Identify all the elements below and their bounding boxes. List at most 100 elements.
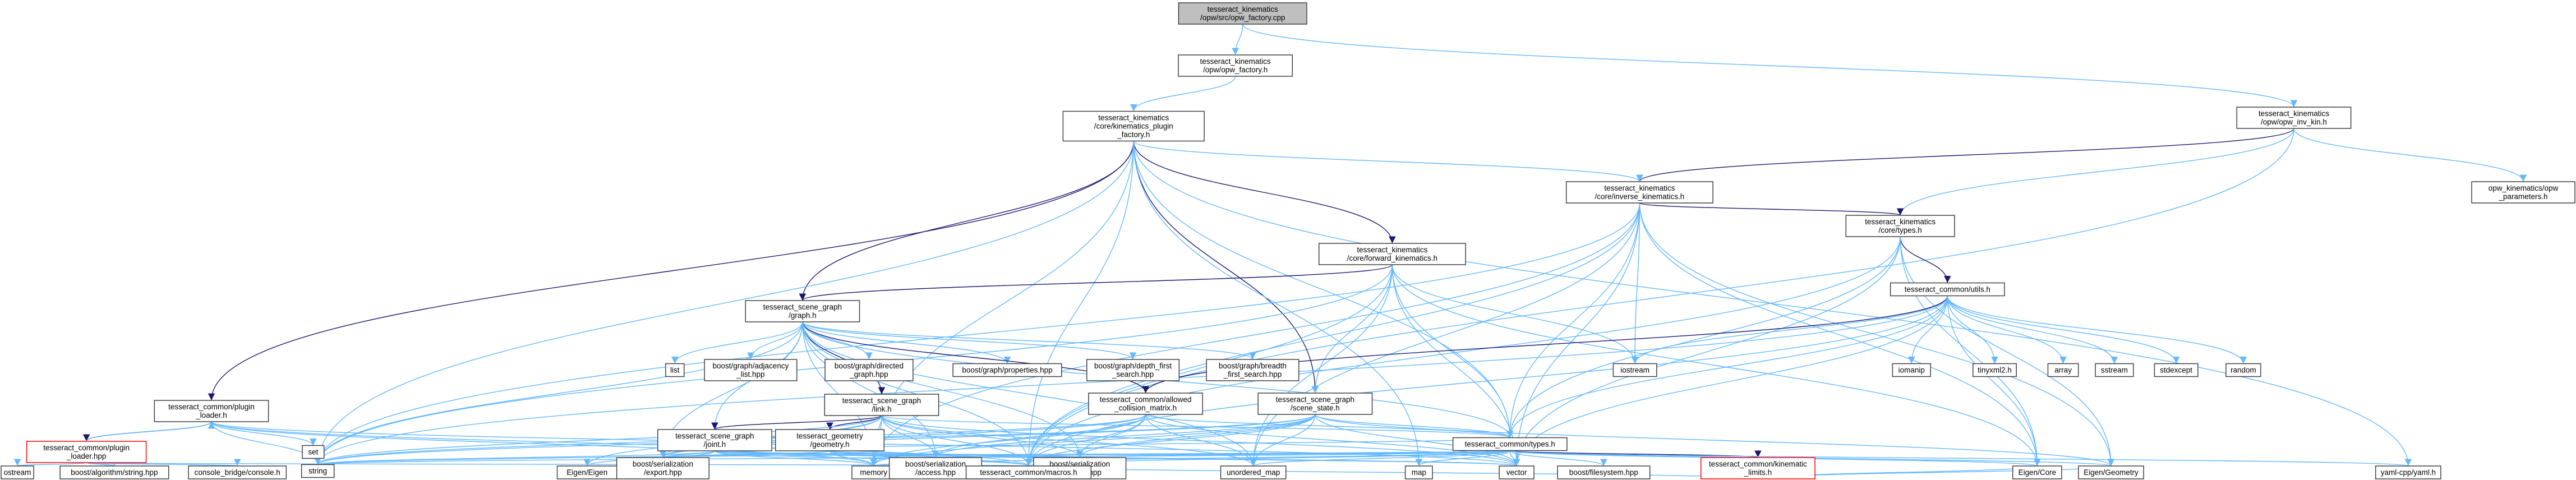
graph-node-joint-h[interactable]: tesseract_scene_graph/joint.h [657,429,772,451]
include-edge [1076,414,1316,458]
graph-node-allowed-collision[interactable]: tesseract_common/allowed_collision_matri… [1088,393,1204,415]
graph-node-link-h[interactable]: tesseract_scene_graph/link.h [824,394,939,416]
edge-layer [14,24,2527,479]
graph-node-common-types-h[interactable]: tesseract_common/types.h [1452,437,1568,451]
include-edge [86,458,241,467]
include-edge [1311,264,1393,394]
graph-node-ostream[interactable]: ostream [1,465,34,479]
include-edge [1391,264,1514,438]
node-label-line: /link.h [872,405,891,413]
node-label-line: tesseract_common/macros.h [980,468,1077,477]
graph-node-forward-kinematics-h[interactable]: tesseract_kinematics/core/forward_kinema… [1318,243,1466,265]
node-box [154,400,269,422]
node-box [1178,54,1293,77]
include-edge [714,450,1032,467]
graph-node-core-types-h[interactable]: tesseract_kinematics/core/types.h [1845,215,1955,237]
include-edge [1900,236,2115,467]
node-box [1565,181,1713,204]
graph-node-iostream[interactable]: iostream [1612,363,1657,377]
node-label-line: /core/types.h [1878,226,1921,234]
include-edge [314,415,882,465]
node-label-line: _loader.hpp [66,452,107,460]
graph-node-vector[interactable]: vector [1499,465,1534,479]
include-edge [1631,296,1948,364]
node-box [1890,282,2005,297]
node-label-line: console_bridge/console.h [195,468,280,477]
node-label-line: _first_search.hpp [1223,370,1282,379]
graph-node-array[interactable]: array [2047,363,2079,377]
graph-node-yaml-cpp[interactable]: yaml-cpp/yaml.h [2375,465,2441,479]
node-label-line: tesseract_common/plugin [168,403,255,411]
node-box [59,465,169,479]
graph-node-common-utils-h[interactable]: tesseract_common/utils.h [1890,282,2005,297]
include-edge [1133,141,1319,394]
node-label-line: _loader.h [195,411,227,419]
graph-node-algorithm-string[interactable]: boost/algorithm/string.hpp [59,465,169,479]
graph-node-kinematic-limits-h[interactable]: tesseract_common/kinematic_limits.h [1701,457,1815,479]
graph-node-console-bridge[interactable]: console_bridge/console.h [188,465,287,479]
graph-node-stdexcept[interactable]: stdexcept [2154,363,2199,377]
node-label-line: Eigen/Core [2019,468,2057,477]
node-box [665,363,685,377]
graph-node-plugin-loader-h[interactable]: tesseract_common/plugin_loader.h [154,400,269,422]
graph-node-export-hpp[interactable]: boost/serialization/export.hpp [616,457,709,479]
graph-node-macros-h[interactable]: tesseract_common/macros.h [965,465,1092,479]
graph-node-tinyxml2[interactable]: tinyxml2.h [1972,363,2017,377]
node-label-line: sstream [2101,366,2128,375]
graph-node-iomanip[interactable]: iomanip [1892,363,1931,377]
node-label-line: /export.hpp [644,468,682,477]
node-label-line: Eigen/Eigen [566,468,607,477]
graph-node-opw-factory-h[interactable]: tesseract_kinematics/opw/opw_factory.h [1178,54,1293,77]
include-edge [671,321,803,364]
node-label-line: /opw/opw_inv_kin.h [2261,118,2327,126]
graph-node-directed-graph[interactable]: boost/graph/directed_graph.hpp [824,359,914,381]
graph-node-properties[interactable]: boost/graph/properties.hpp [952,363,1062,377]
graph-node-memory[interactable]: memory [851,465,896,479]
node-label-line: tinyxml2.h [1978,366,2012,375]
include-edge [1250,450,1510,467]
graph-node-list[interactable]: list [665,363,685,377]
graph-node-opw-inv-kin-h[interactable]: tesseract_kinematics/opw/opw_inv_kin.h [2236,107,2352,129]
include-edge [1077,450,1510,458]
node-label-line: random [2231,366,2256,375]
node-label-line: /core/inverse_kinematics.h [1595,192,1685,201]
graph-node-random[interactable]: random [2225,363,2261,377]
graph-node-plugin-factory-h[interactable]: tesseract_kinematics/core/kinematics_plu… [1062,110,1205,142]
graph-node-unordered-map[interactable]: unordered_map [1220,465,1287,479]
graph-node-map[interactable]: map [1404,465,1433,479]
graph-node-breadth-first[interactable]: boost/graph/breadth_first_search.hpp [1206,359,1299,381]
include-edge [314,321,803,465]
node-label-line: tesseract_kinematics [1208,5,1278,13]
graph-node-scene-state[interactable]: tesseract_scene_graph/scene_state.h [1257,393,1373,415]
node-box [301,464,335,478]
graph-node-set[interactable]: set [302,445,325,459]
node-box [1206,359,1299,381]
include-edge [1315,414,1514,439]
graph-node-geometry-h[interactable]: tesseract_geometry/geometry.h [775,429,885,451]
node-label-line: boost/filesystem.hpp [1569,468,1638,477]
node-box [2471,181,2575,204]
graph-node-scene-graph-graph-h[interactable]: tesseract_scene_graph/graph.h [745,300,860,322]
node-label-line: Eigen/Geometry [2084,468,2139,477]
graph-node-string[interactable]: string [301,464,335,478]
node-label-line: memory [860,468,887,477]
node-label-line: tesseract_common/plugin [43,444,130,452]
graph-node-inverse-kinematics-h[interactable]: tesseract_kinematics/core/inverse_kinema… [1565,181,1713,204]
graph-node-plugin-loader-hpp[interactable]: tesseract_common/plugin_loader.hpp [26,441,147,463]
include-edge [1133,141,1396,244]
node-label-line: boost/graph/adjacency [712,362,789,370]
graph-node-opw-parameters-h[interactable]: opw_kinematics/opw_parameters.h [2471,181,2575,204]
node-label-line: unordered_map [1227,468,1280,477]
node-label-line: yaml-cpp/yaml.h [2381,468,2436,477]
graph-node-eigen-geometry[interactable]: Eigen/Geometry [2078,465,2144,479]
node-box [188,465,287,479]
graph-node-depth-first[interactable]: boost/graph/depth_first_search.hpp [1086,359,1180,381]
graph-node-root[interactable]: tesseract_kinematics/opw/src/opw_factory… [1178,2,1307,25]
graph-node-eigen-eigen[interactable]: Eigen/Eigen [556,465,617,479]
graph-node-sstream[interactable]: sstream [2095,363,2134,377]
graph-node-filesystem-hpp[interactable]: boost/filesystem.hpp [1557,465,1651,479]
include-edge [211,421,877,467]
graph-node-adjacency-list[interactable]: boost/graph/adjacency_list.hpp [704,359,798,381]
node-label-line: boost/serialization [905,460,966,468]
graph-node-eigen-core[interactable]: Eigen/Core [2012,465,2062,479]
